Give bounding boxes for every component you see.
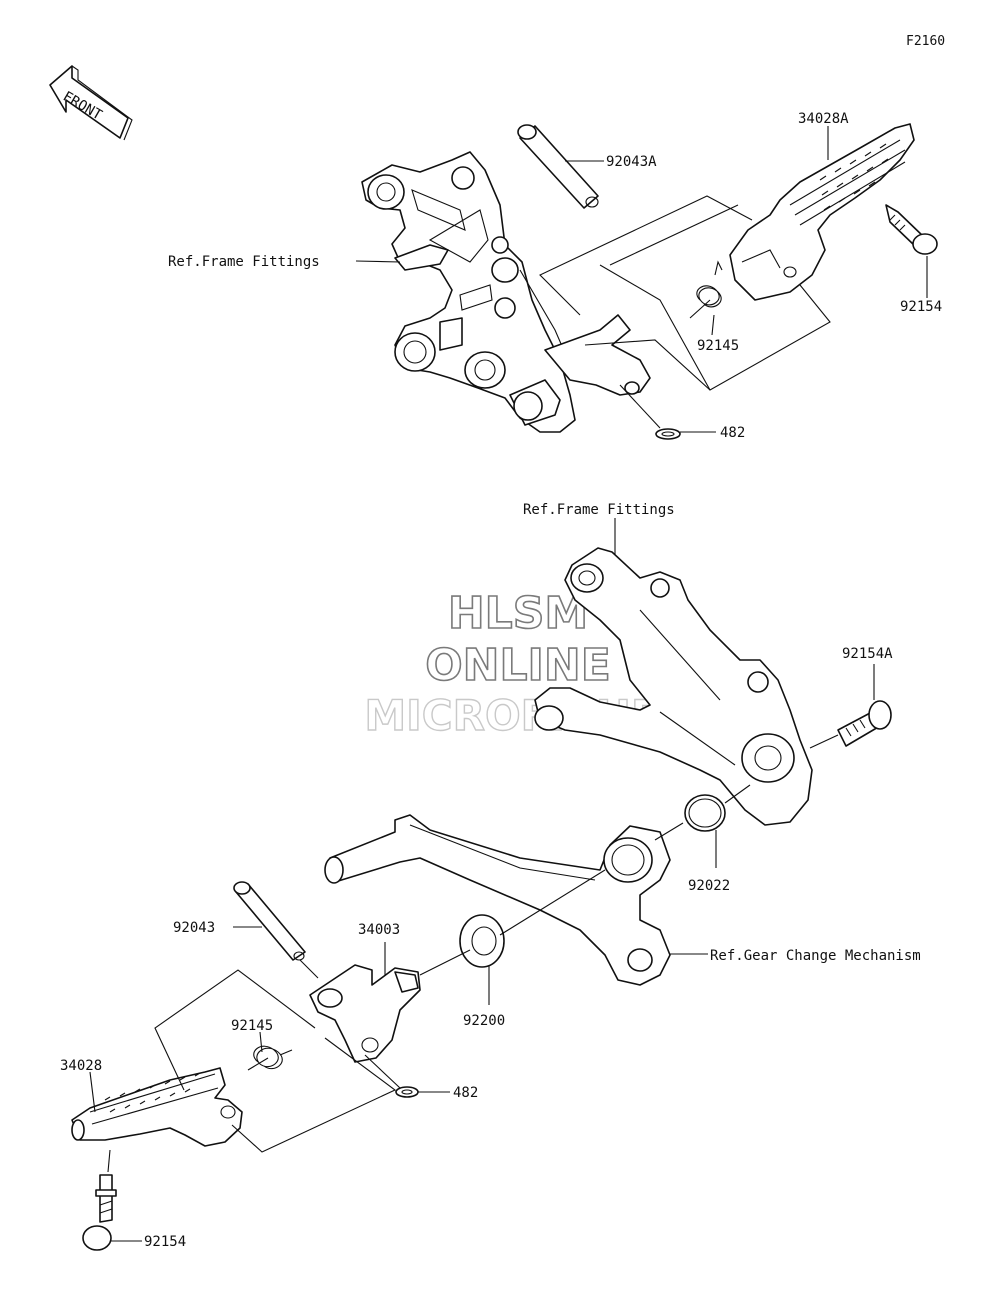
footpeg-34028a (729, 123, 915, 301)
watermark-line-1: HLSM (448, 588, 588, 639)
spring-92145-top (689, 260, 723, 319)
circlip-482-top (655, 428, 681, 440)
rear-footrest-bracket (534, 547, 813, 826)
label-92154a: 92154A (842, 646, 893, 662)
bolt-92154a (837, 700, 892, 747)
leaders-bottom (89, 518, 875, 1242)
spring-92145-bottom (247, 1045, 293, 1071)
label-92145-bottom: 92145 (231, 1018, 273, 1034)
label-92145-top: 92145 (697, 338, 739, 354)
watermark-line-2: ONLINE (425, 640, 611, 691)
label-92200: 92200 (463, 1013, 505, 1029)
label-ref-frame-fittings-top: Ref.Frame Fittings (168, 254, 320, 270)
bolt-92154-bottom (82, 1174, 117, 1251)
label-92154-top: 92154 (900, 299, 942, 315)
front-direction-arrow-icon: FRONT (49, 65, 133, 141)
label-34028a: 34028A (798, 111, 849, 127)
circlip-482-bottom (395, 1086, 419, 1098)
pin-92043a (517, 124, 599, 209)
label-92043: 92043 (173, 920, 215, 936)
footpeg-34028 (71, 1067, 243, 1147)
label-ref-gear-change-mechanism: Ref.Gear Change Mechanism (710, 948, 921, 964)
pin-92043 (233, 881, 306, 961)
label-34003: 34003 (358, 922, 400, 938)
label-34028: 34028 (60, 1058, 102, 1074)
brake-pedal-lever (324, 814, 671, 986)
rider-footrest-bracket-top (361, 151, 651, 433)
leaders-top (355, 126, 928, 433)
assembly-lines-top (539, 195, 831, 429)
label-ref-frame-fittings-mid: Ref.Frame Fittings (523, 502, 675, 518)
assembly-lines-bottom (107, 734, 839, 1173)
label-92154-bottom: 92154 (144, 1234, 186, 1250)
o-ring-92022 (684, 794, 726, 832)
label-92043a: 92043A (606, 154, 657, 170)
figure-id: F2160 (906, 34, 945, 49)
label-482-bottom: 482 (453, 1085, 478, 1101)
washer-92200 (459, 914, 505, 968)
label-92022: 92022 (688, 878, 730, 894)
footpeg-holder-34003 (309, 964, 421, 1063)
bolt-92154-top (885, 204, 938, 255)
label-482-top: 482 (720, 425, 745, 441)
